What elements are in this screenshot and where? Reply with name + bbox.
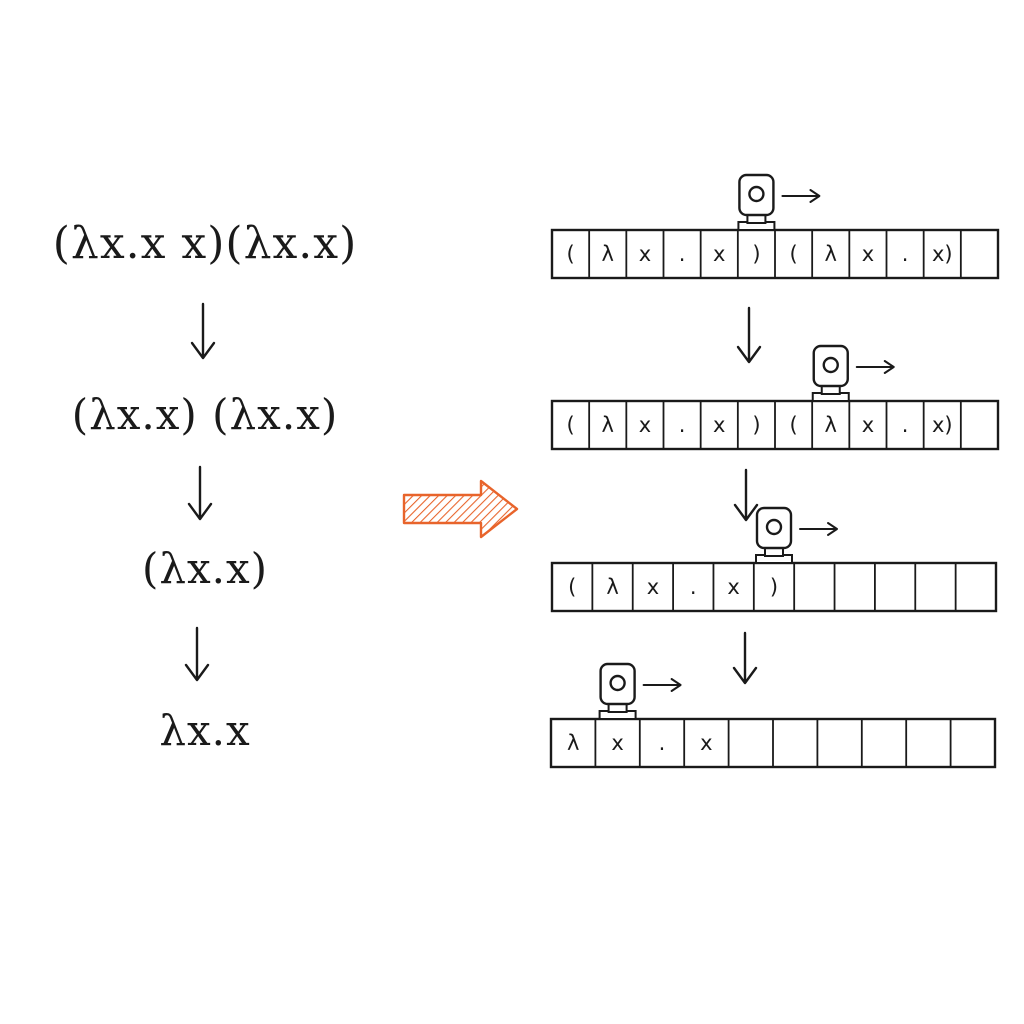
tape-cell: λ: [588, 401, 614, 449]
tape-symbol: ): [752, 242, 760, 266]
tape-cell: (: [774, 230, 798, 278]
tape-symbol: x: [647, 575, 659, 599]
tape-symbol: λ: [602, 413, 614, 437]
tape-symbol: x: [713, 242, 725, 266]
tape-cell: λ: [811, 230, 837, 278]
tape-head-icon: [737, 173, 776, 231]
tape-symbol: x: [862, 413, 874, 437]
reduction-step-1: (λx.x x)(λx.x): [52, 218, 358, 269]
tape: ( λ x. x) ( λ x. x): [550, 344, 1000, 451]
tape-cell: λ: [811, 401, 837, 449]
tape-cell: λ: [567, 731, 579, 755]
tape-cell: x: [699, 401, 725, 449]
down-arrow-icon: [184, 626, 210, 682]
tape-symbol: x: [700, 731, 712, 755]
down-arrow-icon: [190, 302, 216, 360]
tape-symbol: x: [713, 413, 725, 437]
tape-symbol: (: [566, 242, 574, 266]
tape-symbol: λ: [606, 575, 618, 599]
tape: ( λ x. x): [550, 506, 998, 613]
tape-symbol: x: [862, 242, 874, 266]
tape-head-icon: [598, 662, 637, 720]
tape-head-icon: [755, 506, 793, 564]
tape-symbol: x): [932, 413, 953, 437]
tape-symbol: (: [568, 575, 576, 599]
tape-cell: x): [922, 230, 953, 278]
tape-symbol: .: [679, 242, 686, 266]
tape-cell: λ: [588, 230, 614, 278]
tape: ( λ x. x) ( λ x. x): [550, 173, 1000, 280]
tape-symbol: .: [902, 413, 909, 437]
tape-symbol: .: [679, 413, 686, 437]
tape-symbol: x: [727, 575, 739, 599]
down-arrow-icon: [733, 468, 759, 522]
tape-symbol: x: [639, 242, 651, 266]
tape-cell: x: [848, 401, 874, 449]
right-arrow-icon: [642, 678, 682, 692]
reduction-step-2: (λx.x) (λx.x): [71, 390, 339, 439]
down-arrow-icon: [732, 631, 758, 685]
tape-symbol: .: [690, 575, 697, 599]
tape-symbol: λ: [567, 731, 579, 755]
tape-symbol: ): [770, 575, 778, 599]
tape-cell: .: [885, 401, 909, 449]
tape-cell: x: [699, 230, 725, 278]
tape-symbol: λ: [825, 413, 837, 437]
tape-symbol: x: [639, 413, 651, 437]
tape-cell: (: [568, 575, 576, 599]
reduction-step-4: λx.x: [159, 706, 251, 755]
tape-cell: x: [631, 563, 659, 611]
tape-symbol: (: [566, 413, 574, 437]
tape-cell: x: [625, 401, 651, 449]
tape-cell: x: [683, 719, 713, 767]
tape-cell: ): [736, 230, 761, 278]
tape-symbol: λ: [602, 242, 614, 266]
tape-cell: ): [736, 401, 761, 449]
tape-cell: .: [885, 230, 909, 278]
down-arrow-icon: [187, 465, 213, 521]
tape-cell: .: [662, 230, 686, 278]
hatched-right-arrow-icon: [402, 479, 519, 539]
tape-cell: (: [774, 401, 798, 449]
tape-cell: ): [752, 563, 778, 611]
tape-cell: x): [922, 401, 953, 449]
tape-symbol: .: [902, 242, 909, 266]
tape-symbol: x: [611, 731, 623, 755]
tape-cell: (: [566, 413, 574, 437]
reduction-step-3: (λx.x): [141, 544, 269, 593]
tape-symbol: .: [659, 731, 666, 755]
tape-symbol: (: [789, 413, 797, 437]
tape-cell: x: [712, 563, 740, 611]
tape-cell: .: [638, 719, 666, 767]
tape-symbol: x): [932, 242, 953, 266]
right-arrow-icon: [799, 522, 838, 536]
tape-cell: (: [566, 242, 574, 266]
tape-cell: x: [594, 719, 624, 767]
tape: λ x. x: [549, 662, 997, 769]
down-arrow-icon: [736, 306, 762, 364]
tape-symbol: (: [789, 242, 797, 266]
tape-head-icon: [811, 344, 850, 402]
tape-symbol: ): [752, 413, 760, 437]
tape-cell: x: [848, 230, 874, 278]
tape-cell: .: [672, 563, 697, 611]
tape-cell: λ: [591, 563, 619, 611]
tape-symbol: λ: [825, 242, 837, 266]
right-arrow-icon: [855, 360, 895, 374]
tape-cell: .: [662, 401, 686, 449]
right-arrow-icon: [781, 189, 821, 203]
tape-cell: x: [625, 230, 651, 278]
